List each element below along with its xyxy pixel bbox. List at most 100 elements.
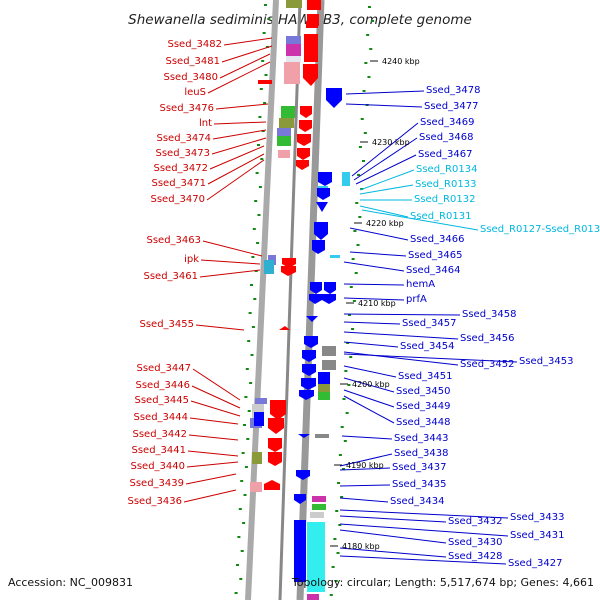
gene-label-ssed-3468[interactable]: Ssed_3468 <box>419 132 474 143</box>
gene-label-ssed-3464[interactable]: Ssed_3464 <box>406 265 461 276</box>
gene-label-ssed-3434[interactable]: Ssed_3434 <box>390 496 445 507</box>
gene-label-ssed-3439[interactable]: Ssed_3439 <box>129 478 184 489</box>
gene-label-ssed-3477[interactable]: Ssed_3477 <box>424 101 479 112</box>
leader-line-ssed-3476 <box>215 103 269 110</box>
leader-line-ssed-3470 <box>206 159 265 201</box>
gc-dot <box>255 172 259 174</box>
gene-label-ssed-3430[interactable]: Ssed_3430 <box>448 537 503 548</box>
gene-label-ssed-3473[interactable]: Ssed_3473 <box>155 148 210 159</box>
gene-label-ssed-3478[interactable]: Ssed_3478 <box>426 85 481 96</box>
gc-dot <box>340 496 344 498</box>
gc-dot <box>254 270 258 272</box>
gc-dot <box>238 508 242 510</box>
gc-dot <box>329 594 333 596</box>
gc-dot <box>253 298 257 300</box>
gene-label-ssed-3444[interactable]: Ssed_3444 <box>133 412 188 423</box>
gene-label-ssed-3471[interactable]: Ssed_3471 <box>151 178 206 189</box>
gene-label-ssed-3428[interactable]: Ssed_3428 <box>448 551 503 562</box>
reverse-strand-genes <box>254 88 342 582</box>
gene-label-ipk[interactable]: ipk <box>184 254 199 265</box>
gene-label-ssed-3470[interactable]: Ssed_3470 <box>150 194 205 205</box>
gene-label-ssed-3458[interactable]: Ssed_3458 <box>462 309 517 320</box>
gene-label-ssed-3432[interactable]: Ssed_3432 <box>448 516 503 527</box>
gc-content-track <box>234 4 375 596</box>
gene-label-ssed-3451[interactable]: Ssed_3451 <box>398 371 453 382</box>
leader-line-ssed-3438 <box>339 453 393 467</box>
gene-label-ssed-3482[interactable]: Ssed_3482 <box>167 39 222 50</box>
leader-line-ssed-3432 <box>339 515 447 523</box>
gene-label-ssed-3474[interactable]: Ssed_3474 <box>156 133 211 144</box>
gene-label-leus[interactable]: leuS <box>184 87 206 98</box>
gene-label-ssed-3455[interactable]: Ssed_3455 <box>139 319 194 330</box>
gene-label-ssed-3457[interactable]: Ssed_3457 <box>402 318 457 329</box>
gc-dot <box>352 300 356 302</box>
leader-line-ssed-3439 <box>185 473 237 485</box>
gene-label-ssed-3476[interactable]: Ssed_3476 <box>159 103 214 114</box>
gene-label-ssed-3443[interactable]: Ssed_3443 <box>394 433 449 444</box>
gene-label-ssed-3461[interactable]: Ssed_3461 <box>143 271 198 282</box>
gene-label-ssed-3481[interactable]: Ssed_3481 <box>165 56 220 67</box>
gene-label-ssed-3433[interactable]: Ssed_3433 <box>510 512 565 523</box>
gene-label-ssed-3437[interactable]: Ssed_3437 <box>392 462 447 473</box>
gene-label-ssed-3449[interactable]: Ssed_3449 <box>396 401 451 412</box>
gene-label-ssed-3440[interactable]: Ssed_3440 <box>130 461 185 472</box>
gene-label-ssed-3465[interactable]: Ssed_3465 <box>408 250 463 261</box>
gene-label-ssed-3431[interactable]: Ssed_3431 <box>510 530 565 541</box>
leader-line-ssed-3433 <box>339 509 509 519</box>
gene-label-ssed-3435[interactable]: Ssed_3435 <box>392 479 447 490</box>
gc-dot <box>251 256 255 258</box>
accession-text: Accession: NC_009831 <box>8 576 133 589</box>
gene-label-ssed-3466[interactable]: Ssed_3466 <box>410 234 465 245</box>
gc-dot <box>261 60 265 62</box>
gene-label-ssed-3480[interactable]: Ssed_3480 <box>163 72 218 83</box>
gene-label-ssed-3467[interactable]: Ssed_3467 <box>418 149 473 160</box>
gc-dot <box>344 370 348 372</box>
gene-label-lnt[interactable]: lnt <box>199 118 212 129</box>
gene-label-ssed-3472[interactable]: Ssed_3472 <box>153 163 208 174</box>
gc-dot <box>239 578 243 580</box>
gene-label-ssed-3446[interactable]: Ssed_3446 <box>135 380 190 391</box>
gene-label-ssed-3436[interactable]: Ssed_3436 <box>127 496 182 507</box>
gene-label-ssed-3456[interactable]: Ssed_3456 <box>460 333 515 344</box>
gene-label-ssed-r0132[interactable]: Ssed_R0132 <box>414 194 475 205</box>
gc-dot <box>244 466 248 468</box>
leader-line-ssed-3467 <box>355 154 417 185</box>
gc-dot <box>351 258 355 260</box>
leader-line-ssed-3441 <box>187 450 239 457</box>
gene-label-ssed-3469[interactable]: Ssed_3469 <box>420 117 475 128</box>
gene-label-ssed-3441[interactable]: Ssed_3441 <box>131 445 186 456</box>
leader-line-ssed-3480 <box>219 53 271 79</box>
gene-label-ssed-3454[interactable]: Ssed_3454 <box>400 341 455 352</box>
gene-label-ssed-3447[interactable]: Ssed_3447 <box>136 363 191 374</box>
gene-label-ssed-3445[interactable]: Ssed_3445 <box>134 395 189 406</box>
leader-line-ssed-3468 <box>353 137 418 181</box>
gene-label-ssed-3452[interactable]: Ssed_3452 <box>460 359 515 370</box>
gc-dot <box>368 6 371 8</box>
gene-label-ssed-3427[interactable]: Ssed_3427 <box>508 558 563 569</box>
gene-label-hema[interactable]: hemA <box>406 279 435 290</box>
gene-label-ssed-3442[interactable]: Ssed_3442 <box>132 429 187 440</box>
gene-label-ssed-r0134[interactable]: Ssed_R0134 <box>416 164 477 175</box>
leader-line-ssed-3457 <box>343 321 401 325</box>
gene-label-ssed-3450[interactable]: Ssed_3450 <box>396 386 451 397</box>
leader-line-ssed-3482 <box>223 37 273 46</box>
gc-dot <box>333 538 337 540</box>
gene-label-ssed-r0133[interactable]: Ssed_R0133 <box>415 179 476 190</box>
gc-dot <box>248 312 252 314</box>
kbp-label-4230-kbp: 4230 kbp <box>372 138 410 147</box>
gc-dot <box>362 90 366 92</box>
gc-dot <box>342 398 346 400</box>
gene-label-ssed-3448[interactable]: Ssed_3448 <box>396 417 451 428</box>
gc-dot <box>258 116 262 118</box>
kbp-label-4240-kbp: 4240 kbp <box>382 57 420 66</box>
gene-label-prfa[interactable]: prfA <box>406 294 427 305</box>
gc-dot <box>249 382 253 384</box>
gene-label-ssed-3453[interactable]: Ssed_3453 <box>519 356 574 367</box>
gene-label-ssed-3438[interactable]: Ssed_3438 <box>394 448 449 459</box>
leader-line-ssed-3464 <box>343 261 405 272</box>
gc-dot <box>349 356 353 358</box>
gene-label-ssed-r0131[interactable]: Ssed_R0131 <box>410 211 471 222</box>
gc-dot <box>364 62 368 64</box>
gene-label-ssed-r0127-ssed-r0130[interactable]: Ssed_R0127-Ssed_R0130 <box>480 224 600 235</box>
gene-label-ssed-3463[interactable]: Ssed_3463 <box>146 235 201 246</box>
